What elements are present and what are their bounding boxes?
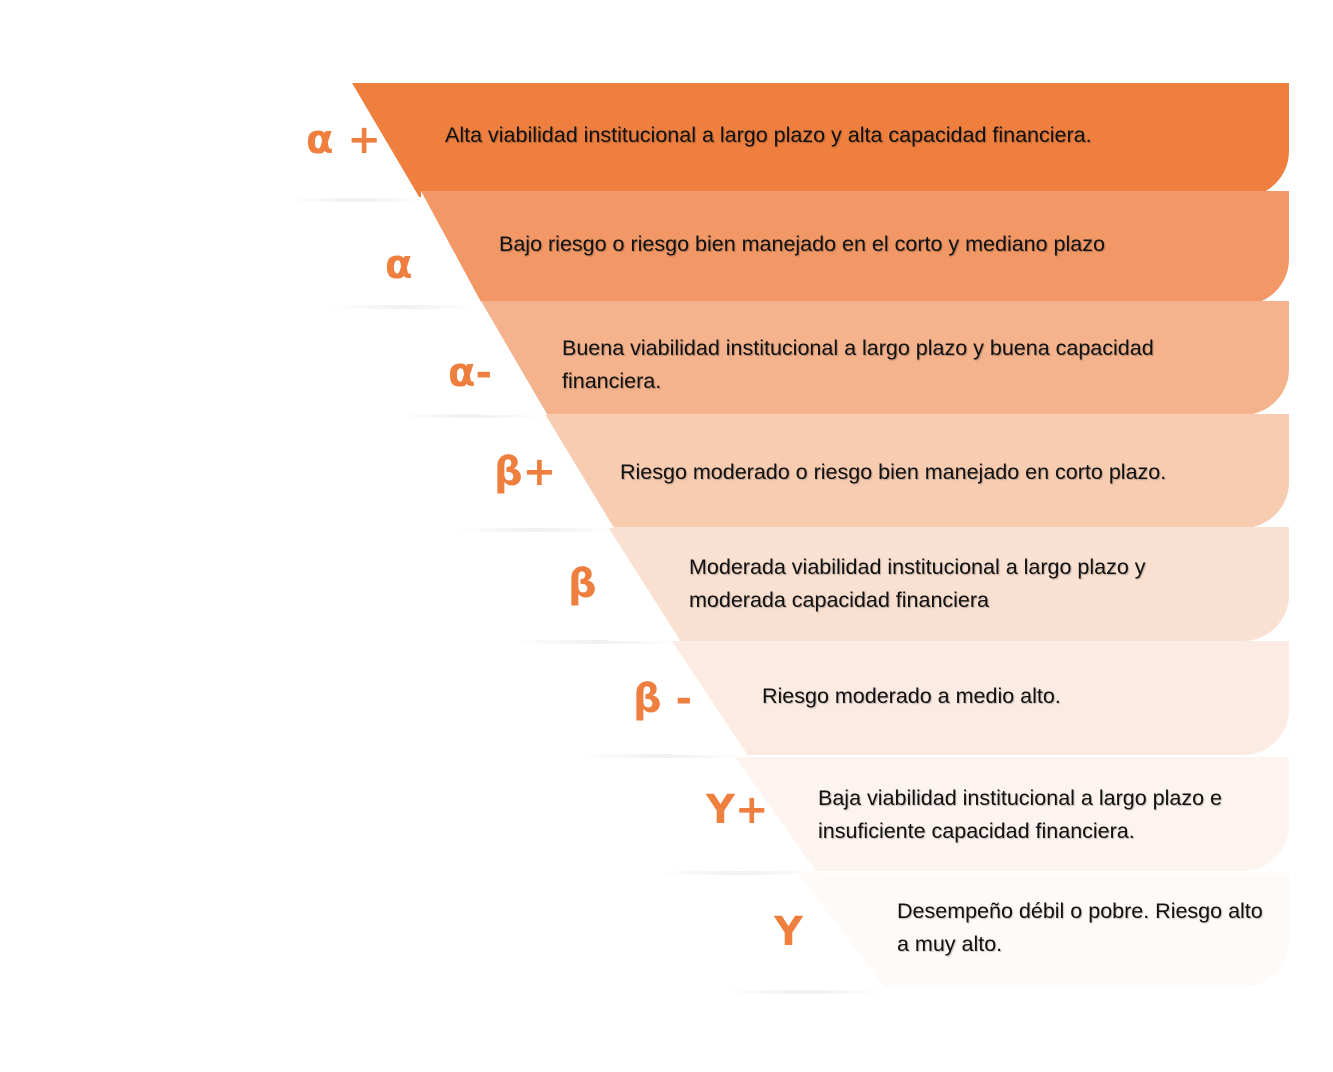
shelf-shadow xyxy=(328,305,478,309)
shelf-shadow xyxy=(398,414,548,418)
level-description-beta-plus: Riesgo moderado o riesgo bien manejado e… xyxy=(620,460,1167,484)
level-band-gamma-plus xyxy=(735,757,1289,871)
level-band-alpha-minus xyxy=(481,301,1289,415)
level-band-alpha xyxy=(421,191,1289,305)
level-description-gamma-plus: Baja viabilidad institucional a largo pl… xyxy=(818,786,1222,843)
shelf-shadow xyxy=(456,528,616,532)
level-description-gamma: Desempeño débil o pobre. Riesgo alto a m… xyxy=(897,899,1263,956)
level-band-beta xyxy=(608,527,1289,641)
level-label-alpha-plus: α + xyxy=(306,117,381,163)
shelf-shadow xyxy=(725,990,885,994)
level-label-gamma: Y xyxy=(774,909,803,955)
level-description-beta: Moderada viabilidad institucional a larg… xyxy=(689,555,1146,612)
level-band-beta-plus xyxy=(545,414,1289,528)
level-description-alpha: Bajo riesgo o riesgo bien manejado en el… xyxy=(499,232,1105,256)
level-label-beta: β xyxy=(568,561,597,607)
level-description-beta-minus: Riesgo moderado a medio alto. xyxy=(762,684,1061,708)
shelf-shadow xyxy=(288,198,428,202)
level-label-beta-plus: β+ xyxy=(494,449,557,495)
shelf-shadow xyxy=(513,640,683,644)
shelf-shadow xyxy=(580,754,750,758)
shelf-shadow xyxy=(655,871,825,875)
level-band-alpha-plus xyxy=(352,83,1289,197)
level-description-alpha-minus: Buena viabilidad institucional a largo p… xyxy=(562,336,1154,393)
level-band-beta-minus xyxy=(672,641,1289,755)
level-description-alpha-plus: Alta viabilidad institucional a largo pl… xyxy=(445,123,1092,147)
level-label-alpha: α xyxy=(385,242,413,288)
level-label-gamma-plus: Y+ xyxy=(706,787,769,833)
level-label-alpha-minus: α- xyxy=(448,350,493,396)
level-label-beta-minus: β - xyxy=(633,676,693,722)
